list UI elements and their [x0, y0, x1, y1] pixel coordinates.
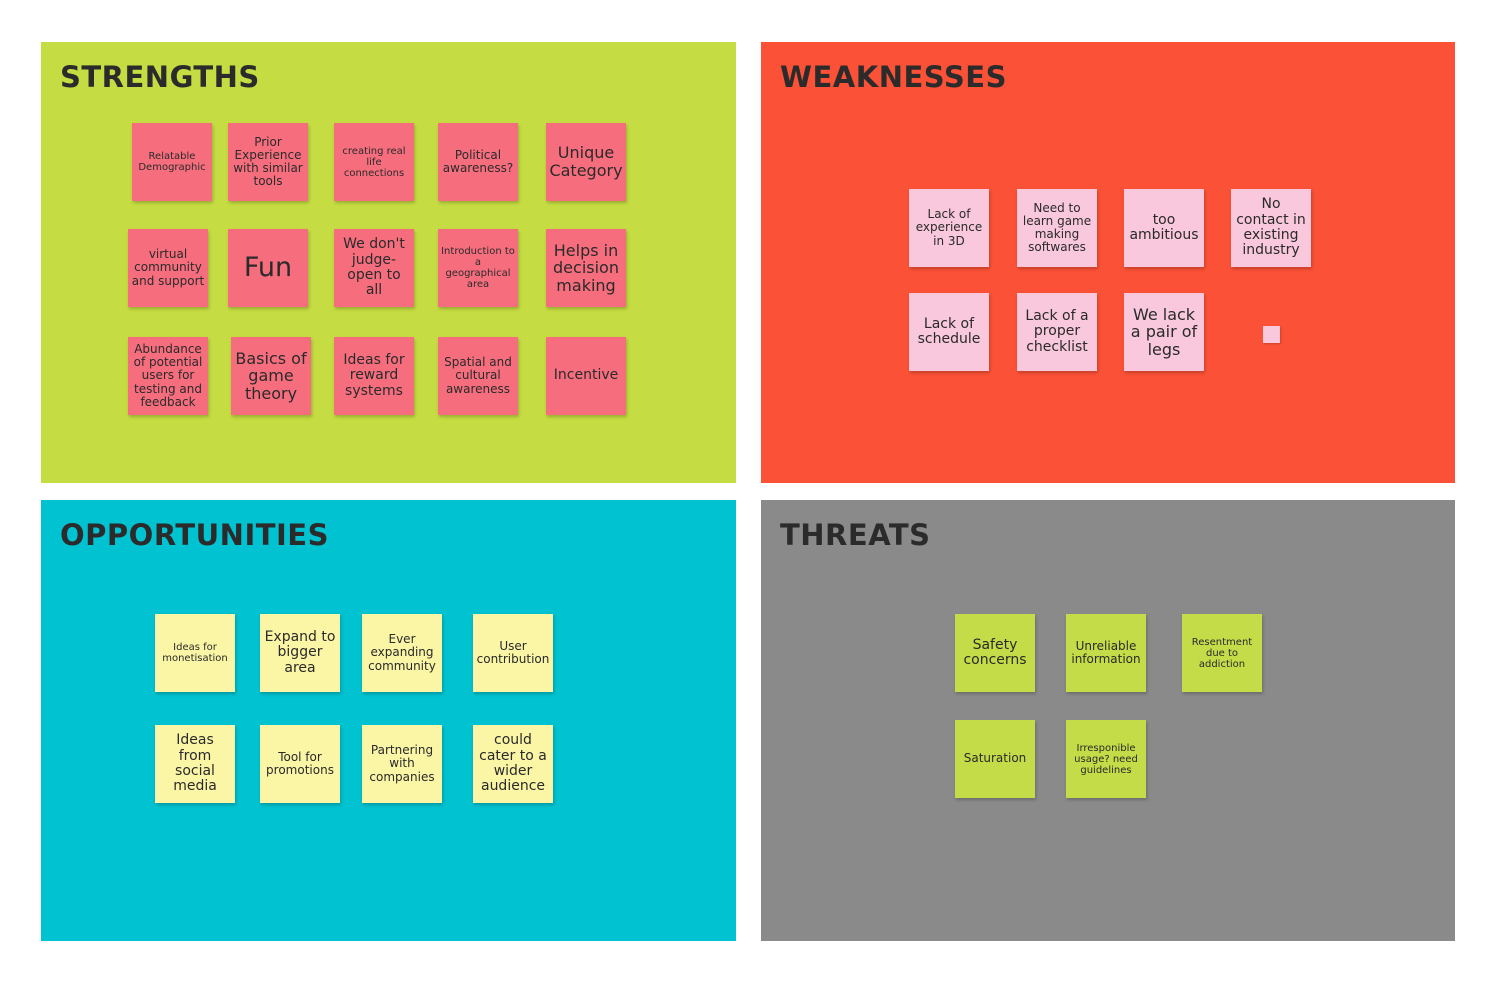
sticky-note[interactable]: Fun — [228, 229, 308, 307]
sticky-note[interactable]: Spatial and cultural awareness — [438, 337, 518, 415]
sticky-note[interactable]: Tool for promotions — [260, 725, 340, 803]
sticky-note[interactable]: creating real life connections — [334, 123, 414, 201]
sticky-note[interactable]: Unique Category — [546, 123, 626, 201]
sticky-note[interactable]: Saturation — [955, 720, 1035, 798]
sticky-note[interactable]: Incentive — [546, 337, 626, 415]
sticky-note[interactable]: Lack of schedule — [909, 293, 989, 371]
threats-title: THREATS — [780, 518, 931, 552]
sticky-note[interactable]: too ambitious — [1124, 189, 1204, 267]
sticky-note[interactable]: User contribution — [473, 614, 553, 692]
opportunities-quadrant: OPPORTUNITIES Ideas for monetisation Exp… — [41, 500, 736, 941]
sticky-note[interactable]: virtual community and support — [128, 229, 208, 307]
sticky-note[interactable]: Abundance of potential users for testing… — [128, 337, 208, 415]
sticky-note[interactable]: Lack of a proper checklist — [1017, 293, 1097, 371]
sticky-note[interactable]: Irresponible usage? need guidelines — [1066, 720, 1146, 798]
sticky-note[interactable]: No contact in existing industry — [1231, 189, 1311, 267]
sticky-note[interactable]: Prior Experience with similar tools — [228, 123, 308, 201]
strengths-title: STRENGTHS — [60, 60, 260, 94]
sticky-note[interactable]: Ideas for reward systems — [334, 337, 414, 415]
sticky-note[interactable]: could cater to a wider audience — [473, 725, 553, 803]
strengths-quadrant: STRENGTHS Relatable Demographic Prior Ex… — [41, 42, 736, 483]
sticky-note[interactable]: Partnering with companies — [362, 725, 442, 803]
sticky-note[interactable]: Ever expanding community — [362, 614, 442, 692]
weaknesses-quadrant: WEAKNESSES Lack of experience in 3D Need… — [761, 42, 1455, 483]
sticky-note[interactable]: Ideas from social media — [155, 725, 235, 803]
sticky-note[interactable]: Ideas for monetisation — [155, 614, 235, 692]
sticky-note[interactable]: Relatable Demographic — [132, 123, 212, 201]
sticky-note[interactable]: Need to learn game making softwares — [1017, 189, 1097, 267]
sticky-note[interactable]: Resentment due to addiction — [1182, 614, 1262, 692]
weaknesses-title: WEAKNESSES — [780, 60, 1007, 94]
sticky-note[interactable]: We don't judge- open to all — [334, 229, 414, 307]
sticky-note[interactable]: We lack a pair of legs — [1124, 293, 1204, 371]
sticky-note[interactable]: Introduction to a geographical area — [438, 229, 518, 307]
sticky-note[interactable]: Political awareness? — [438, 123, 518, 201]
sticky-note[interactable]: Unreliable information — [1066, 614, 1146, 692]
sticky-note[interactable]: Basics of game theory — [231, 337, 311, 415]
sticky-note[interactable]: Lack of experience in 3D — [909, 189, 989, 267]
sticky-note[interactable]: Safety concerns — [955, 614, 1035, 692]
sticky-note[interactable]: Expand to bigger area — [260, 614, 340, 692]
threats-quadrant: THREATS Safety concerns Unreliable infor… — [761, 500, 1455, 941]
sticky-note[interactable]: Helps in decision making — [546, 229, 626, 307]
opportunities-title: OPPORTUNITIES — [60, 518, 330, 552]
tiny-sticky-note[interactable] — [1263, 326, 1280, 343]
